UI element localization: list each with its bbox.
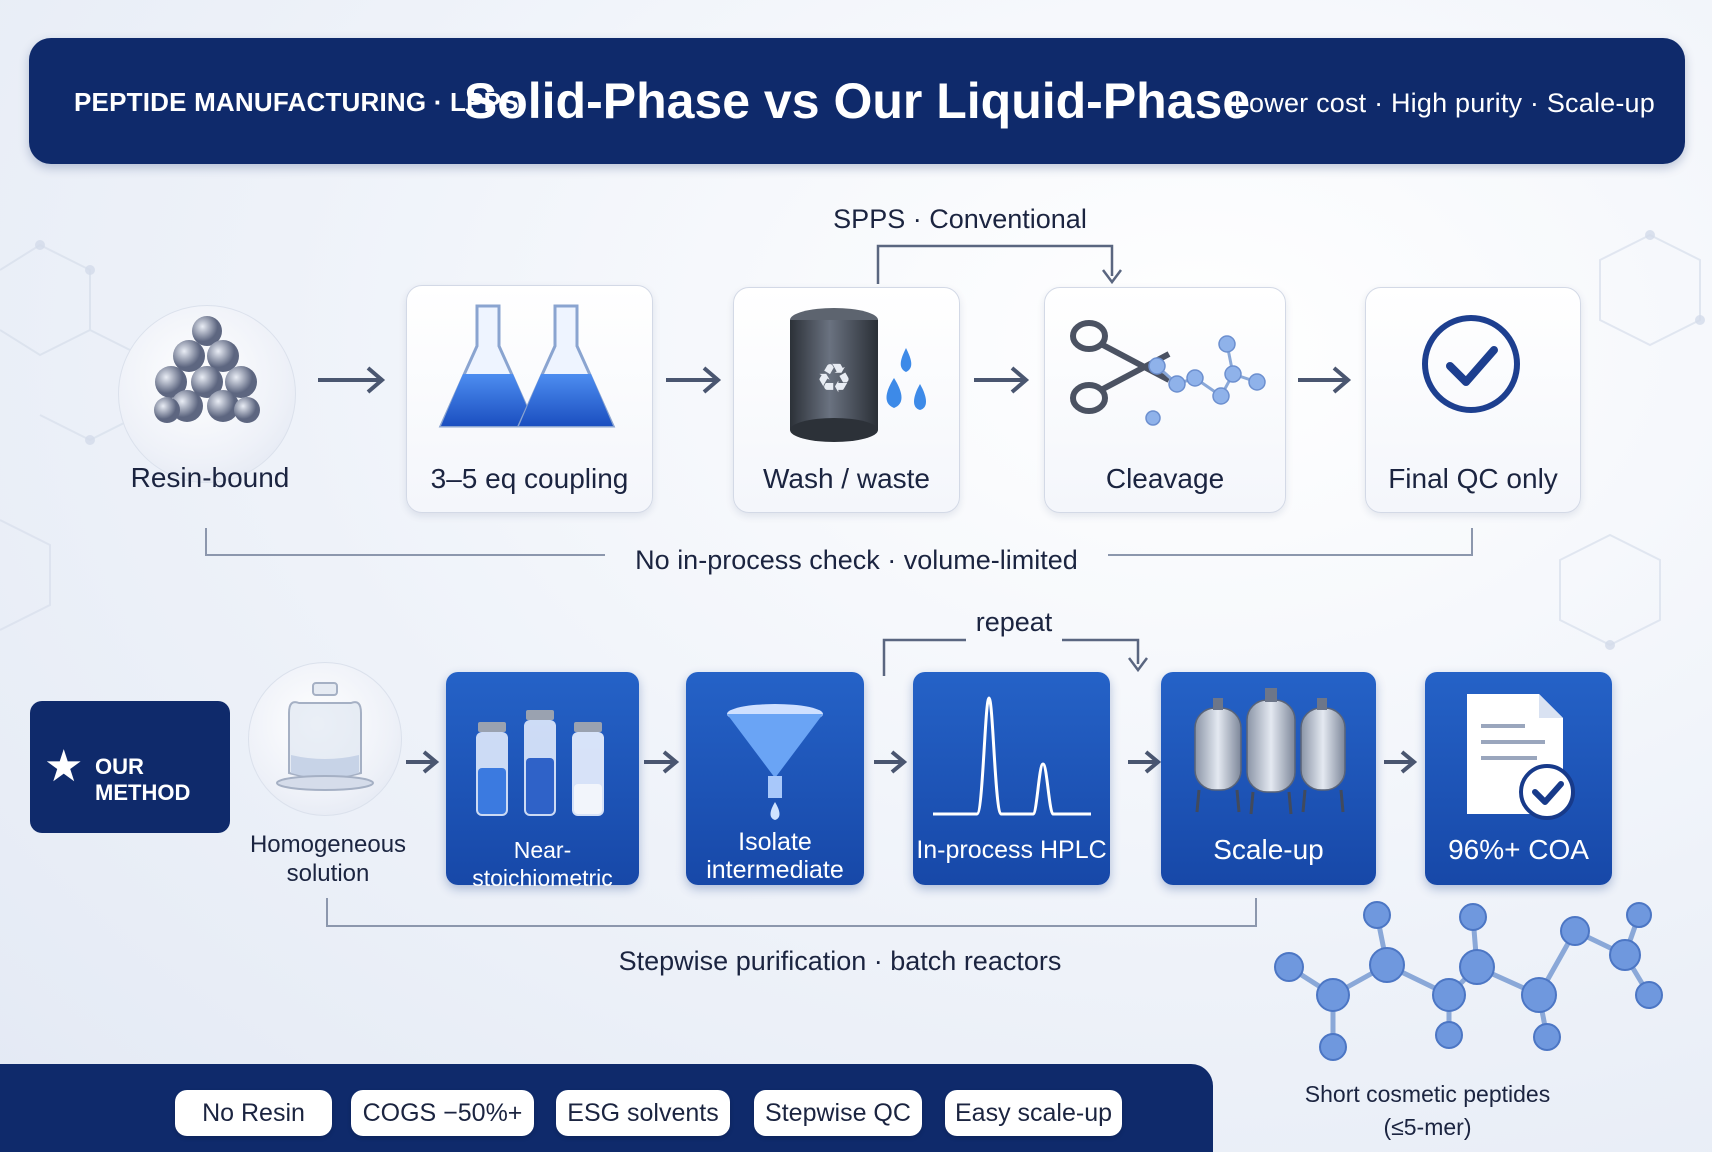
lpps-step-scaleup: Scale-up xyxy=(1161,672,1376,885)
resin-beads-icon xyxy=(154,316,260,423)
molecule-caption-line2: (≤5-mer) xyxy=(1383,1114,1472,1140)
certificate-icon xyxy=(1467,694,1575,820)
bell-jar-icon xyxy=(276,682,374,791)
benefit-tag-esg: ESG solvents xyxy=(556,1090,730,1136)
spps-footer-bracket xyxy=(205,528,1473,556)
scissors-icon xyxy=(1070,320,1266,426)
lpps-step-stoichiometric: Near-stoichiometric xyxy=(446,672,639,891)
lpps-footer-note: Stepwise purification · batch reactors xyxy=(618,946,1062,976)
spps-footer-note: No in-process check · volume-limited xyxy=(635,545,1078,575)
header-banner: PEPTIDE MANUFACTURING · LPPS Solid-Phase… xyxy=(29,38,1685,164)
molecule-caption-line1: Short cosmetic peptides xyxy=(1304,1081,1551,1107)
reactors-icon xyxy=(1194,688,1346,815)
header-left-tag: PEPTIDE MANUFACTURING · LPPS xyxy=(74,87,519,117)
page-title: Solid-Phase vs Our Liquid-Phase xyxy=(463,73,1251,129)
lpps-repeat-bracket xyxy=(882,638,1140,676)
spps-loop-bracket xyxy=(876,244,1114,284)
lpps-step-label-3: Isolate intermediate xyxy=(686,828,864,884)
lpps-step-label-6: 96%+ COA xyxy=(1448,834,1589,865)
our-method-label: OUR METHOD xyxy=(95,754,191,805)
spps-step-cleavage: Cleavage xyxy=(1044,287,1286,513)
lpps-step-label-1-line1: Homogeneous xyxy=(249,831,407,858)
benefit-tag-no-resin: No Resin xyxy=(175,1090,332,1136)
spps-step-wash: ♻ Wash / waste xyxy=(733,287,960,513)
lpps-repeat-label: repeat xyxy=(975,607,1053,637)
spps-step-final-qc: Final QC only xyxy=(1365,287,1581,513)
benefit-tag-cogs: COGS −50%+ xyxy=(351,1090,534,1136)
spps-section-label: SPPS · Conventional xyxy=(833,204,1087,234)
check-circle-icon xyxy=(1422,315,1520,413)
waste-barrel-icon: ♻ xyxy=(790,308,926,442)
lpps-repeat-arrowhead xyxy=(1128,657,1148,673)
lpps-step-coa: 96%+ COA xyxy=(1425,672,1612,885)
vials-icon xyxy=(476,710,604,816)
peptide-molecule-icon xyxy=(1274,901,1663,1061)
flasks-icon xyxy=(438,304,616,428)
spps-step-coupling: 3–5 eq coupling xyxy=(406,285,653,513)
funnel-icon xyxy=(727,704,823,820)
lpps-footer-bracket xyxy=(326,898,1257,927)
lpps-step-label-3-line2: intermediate xyxy=(706,856,844,884)
lpps-step-label-1: Homogeneous solution xyxy=(228,830,428,888)
lpps-step-label-3-line1: Isolate xyxy=(738,828,812,856)
lpps-step-label-2: Near-stoichiometric xyxy=(472,837,613,891)
lpps-step-label-1-line2: solution xyxy=(286,860,370,887)
svg-text:♻: ♻ xyxy=(816,356,852,402)
benefit-tag-scale-up: Easy scale-up xyxy=(945,1090,1122,1136)
spps-step-resin xyxy=(118,305,296,483)
lpps-step-isolate: Isolate intermediate xyxy=(686,672,864,885)
benefit-tag-stepwise-qc: Stepwise QC xyxy=(754,1090,922,1136)
spps-step-label-4: Cleavage xyxy=(1105,463,1225,494)
spps-step-label-5: Final QC only xyxy=(1388,463,1558,494)
our-method-badge: ★ OUR METHOD xyxy=(30,701,230,833)
spps-step-label-1: Resin-bound xyxy=(130,462,290,493)
lpps-step-label-5: Scale-up xyxy=(1213,834,1324,865)
lpps-step-hplc: In-process HPLC xyxy=(913,672,1110,885)
header-right-tag: Lower cost · High purity · Scale-up xyxy=(1233,88,1655,118)
lpps-step-solution xyxy=(248,662,402,816)
spps-step-label-2: 3–5 eq coupling xyxy=(430,463,629,494)
lpps-step-label-4: In-process HPLC xyxy=(916,836,1107,864)
star-icon: ★ xyxy=(44,741,84,792)
molecule-caption: Short cosmetic peptides (≤5-mer) xyxy=(1270,1078,1585,1144)
spps-loop-arrowhead xyxy=(1102,269,1122,285)
chromatogram-icon xyxy=(933,696,1091,816)
spps-step-label-3: Wash / waste xyxy=(762,463,930,494)
